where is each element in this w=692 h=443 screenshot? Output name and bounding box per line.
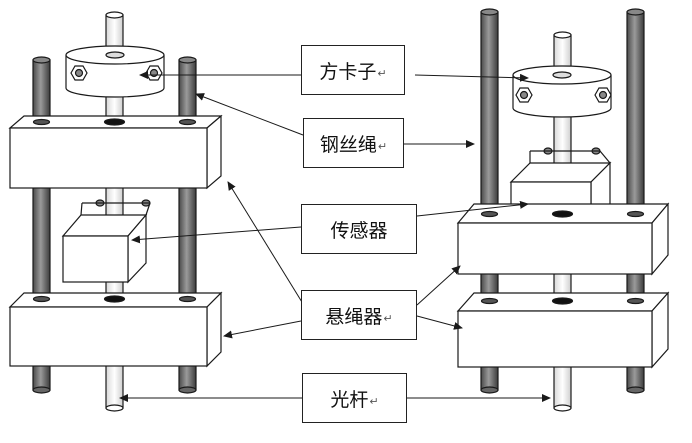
label-sensor: 传感器 [301, 204, 417, 254]
arrow-sensor-right [416, 200, 529, 217]
arrow-hanger-right-lower [416, 315, 463, 330]
label-polished-rod-text: 光杆 [330, 388, 369, 411]
arrow-hanger-left-upper [227, 181, 306, 308]
label-wire-rope-mark: ↵ [377, 139, 388, 153]
right-lower-hanger [456, 291, 670, 369]
label-sensor-text: 传感器 [330, 219, 388, 242]
arrow-sensor-left [131, 226, 302, 244]
left-lower-hanger [8, 291, 223, 368]
left-sensor-block [61, 199, 151, 284]
right-assembly [456, 8, 670, 412]
arrow-hanger-left-lower [223, 320, 302, 339]
right-upper-hanger [456, 202, 670, 276]
label-wire-rope: 钢丝绳↵ [303, 118, 404, 168]
label-clamp-mark: ↵ [377, 66, 387, 80]
left-upper-hanger [8, 114, 223, 190]
label-rope-hanger: 悬绳器↵ [301, 290, 417, 340]
arrow-hanger-right-upper [416, 265, 461, 306]
right-clamp [512, 65, 612, 118]
label-polished-rod-mark: ↵ [369, 394, 379, 408]
leader-arrows [119, 71, 551, 402]
arrow-wire-rope-left [195, 93, 304, 136]
arrow-clamp-right [414, 73, 529, 82]
label-polished-rod: 光杆↵ [302, 373, 407, 423]
label-rope-hanger-mark: ↵ [383, 311, 393, 325]
left-assembly [8, 11, 223, 412]
left-clamp [65, 45, 165, 98]
label-wire-rope-text: 钢丝绳 [319, 133, 377, 156]
label-rope-hanger-text: 悬绳器 [325, 305, 383, 328]
label-clamp-text: 方卡子 [319, 60, 377, 83]
label-clamp: 方卡子↵ [301, 45, 405, 95]
